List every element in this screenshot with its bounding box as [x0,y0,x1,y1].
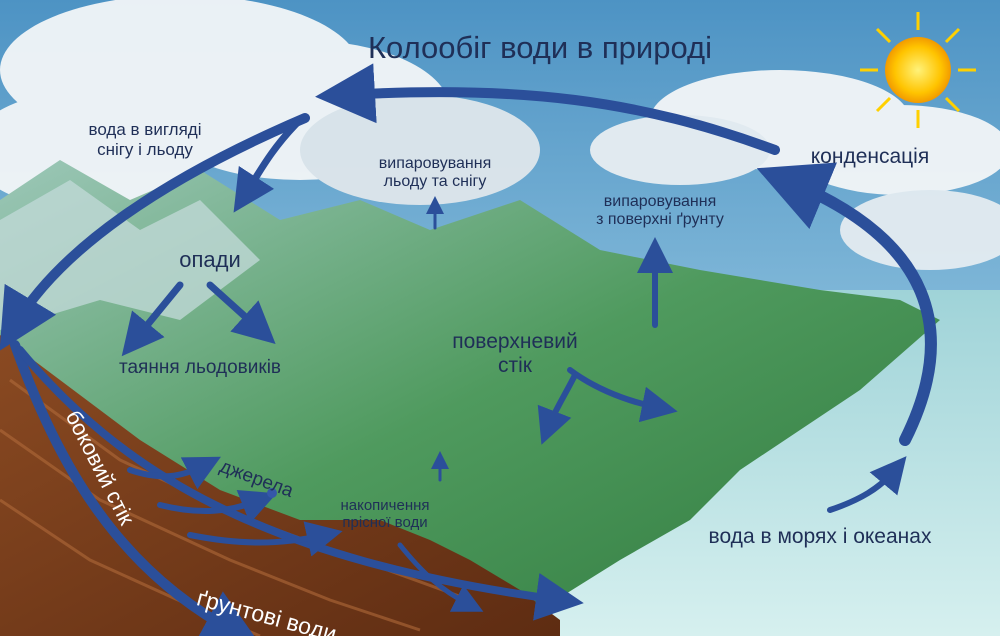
label-evaporation-soil: випаровування з поверхні ґрунту [596,193,724,229]
diagram-title: Колообіг води в природі [368,30,712,65]
label-surface-runoff: поверхневий стік [452,330,578,378]
label-snow-ice: вода в вигляді снігу і льоду [88,120,202,159]
label-evaporation-ice-snow: випаровування льоду та снігу [378,155,492,191]
spring-dot [267,488,277,498]
cycle-arrows [0,63,937,636]
label-seas-oceans: вода в морях і океанах [708,525,932,548]
label-precipitation: опади [179,247,241,272]
label-condensation: конденсація [810,145,930,168]
label-fresh-water: накопичення прісної води [340,497,430,532]
label-glacier-melt: таяння льодовиків [118,357,282,378]
sun [860,12,976,128]
snow-peaks [0,180,260,330]
